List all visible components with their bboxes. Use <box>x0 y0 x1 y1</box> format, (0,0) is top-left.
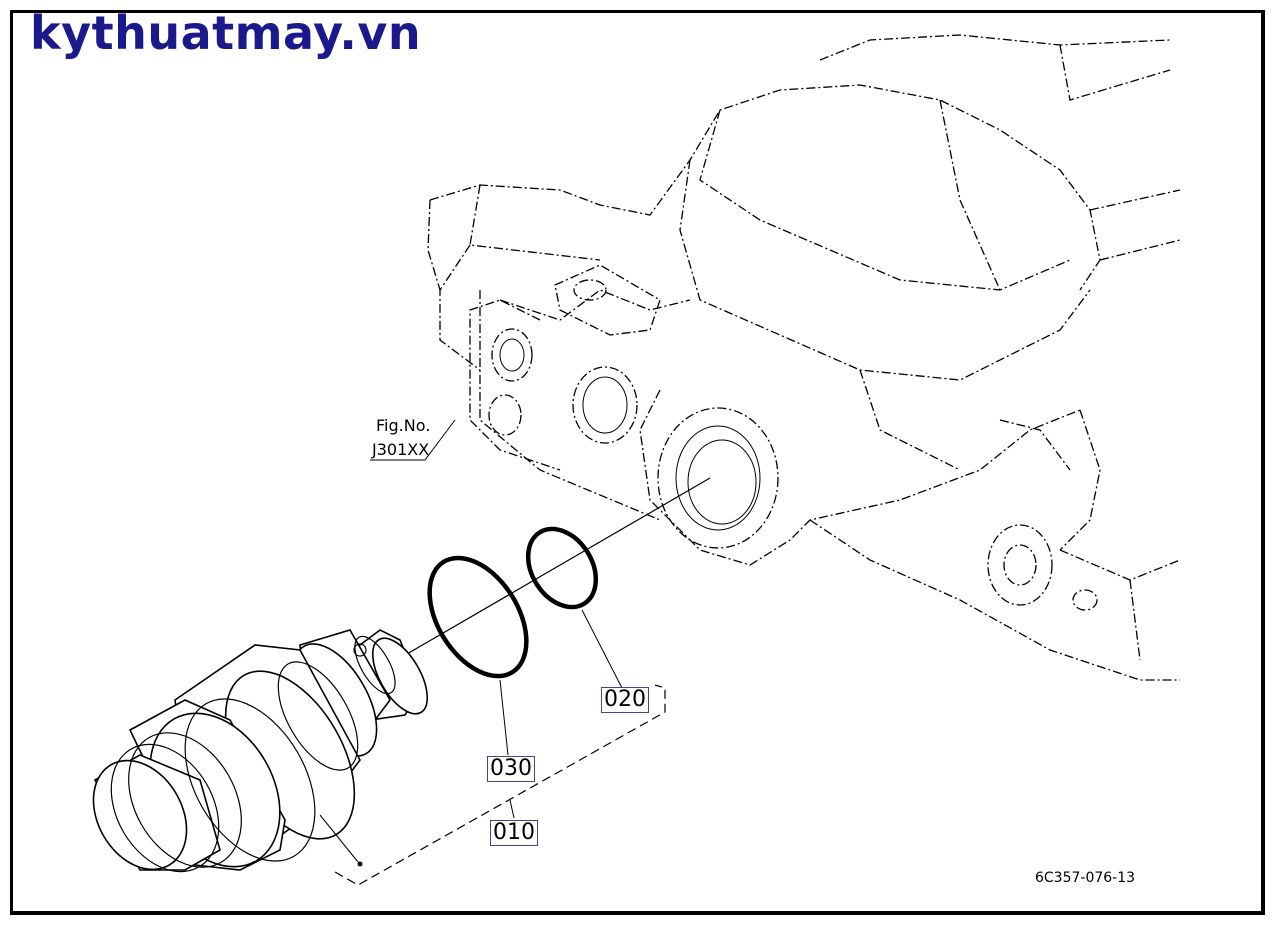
leader-dot <box>357 861 363 867</box>
housing-phantom <box>427 34 1181 681</box>
part-label-020: 020 <box>601 687 649 713</box>
figure-ref-line1: Fig.No. <box>376 416 431 435</box>
figure-ref-line2: J301XX <box>372 440 430 459</box>
valve-grooves <box>110 635 396 873</box>
drawing-code: 6C357-076-13 <box>1035 870 1136 886</box>
drawing-frame <box>10 10 1265 915</box>
o-ring-030 <box>427 555 529 679</box>
leader-lines <box>319 419 623 863</box>
part-label-030: 030 <box>487 756 535 782</box>
bracket-lines <box>334 684 666 886</box>
relief-valve-assembly <box>92 629 429 871</box>
part-label-010: 010 <box>490 820 538 846</box>
o-ring-020 <box>525 526 599 610</box>
brand-watermark: kythuatmay.vn <box>30 6 422 60</box>
port-threads <box>499 338 761 531</box>
